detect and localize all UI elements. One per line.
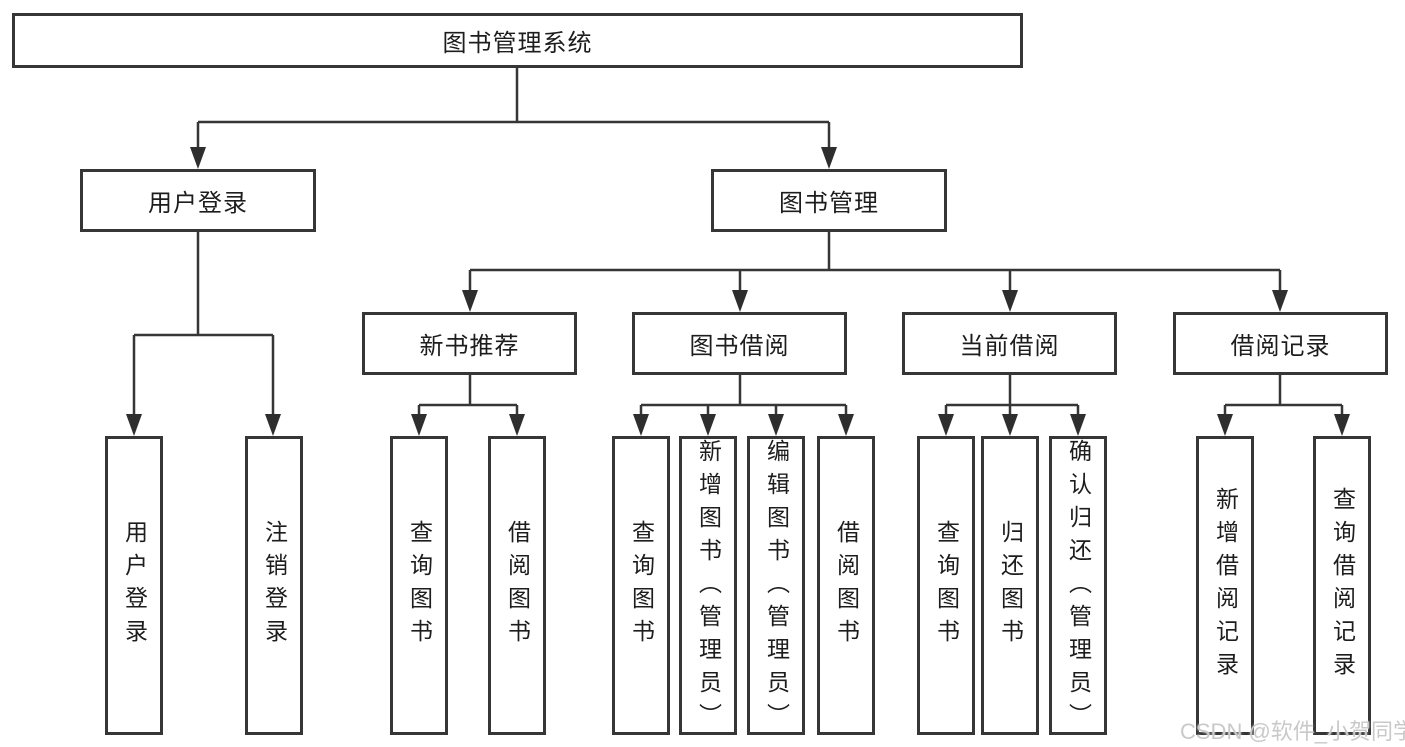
leaf-label: 编辑图书（管理员） (763, 439, 790, 736)
leaf-borrow-books: 借阅图书 (817, 436, 875, 735)
leaf-user-login: 用户登录 (105, 436, 163, 735)
arrow-icon (1272, 290, 1288, 312)
arrow-icon (838, 414, 854, 436)
arrowheads (126, 147, 1350, 436)
leaf-confirm-return-admin: 确认归还（管理员） (1049, 436, 1107, 736)
leaf-label: 确认归还（管理员） (1065, 439, 1092, 736)
arrow-icon (633, 414, 649, 436)
leaf-borrow-books-recommend: 借阅图书 (488, 436, 546, 735)
leaf-query-books-borrow: 查询图书 (612, 436, 670, 735)
leaf-label: 归还图书 (997, 519, 1024, 652)
leaf-query-books-recommend: 查询图书 (390, 436, 448, 735)
tree-edges (132, 68, 1344, 417)
node-root: 图书管理系统 (12, 13, 1023, 68)
node-new-book-recommend: 新书推荐 (362, 312, 577, 375)
leaf-label: 查询图书 (933, 519, 960, 652)
arrow-icon (462, 290, 478, 312)
leaf-label: 用户登录 (121, 519, 148, 652)
arrow-icon (768, 414, 784, 436)
arrow-icon (1070, 414, 1086, 436)
leaf-query-books-current: 查询图书 (917, 436, 975, 735)
leaf-add-books-admin: 新增图书（管理员） (679, 436, 737, 736)
node-user-login: 用户登录 (80, 169, 316, 232)
leaf-label: 查询图书 (628, 519, 655, 652)
leaf-label: 查询借阅记录 (1329, 486, 1356, 685)
leaf-label: 新增图书（管理员） (695, 439, 722, 736)
leaf-return-books: 归还图书 (981, 436, 1039, 735)
leaf-add-borrow-record: 新增借阅记录 (1196, 436, 1254, 735)
arrow-icon (1217, 414, 1233, 436)
arrow-icon (700, 414, 716, 436)
leaf-logout: 注销登录 (245, 436, 303, 735)
arrow-icon (126, 414, 142, 436)
leaf-label: 借阅图书 (504, 519, 531, 652)
leaf-label: 注销登录 (261, 519, 288, 652)
arrow-icon (509, 414, 525, 436)
arrow-icon (1334, 414, 1350, 436)
arrow-icon (190, 147, 206, 169)
leaf-edit-books-admin: 编辑图书（管理员） (747, 436, 805, 736)
watermark: CSDN @软件_小贺同学 (1180, 719, 1405, 744)
arrow-icon (411, 414, 427, 436)
leaf-label: 查询图书 (406, 519, 433, 652)
node-borrow-records: 借阅记录 (1173, 312, 1388, 375)
node-book-borrow: 图书借阅 (632, 312, 847, 375)
arrow-icon (265, 414, 281, 436)
arrow-icon (1002, 290, 1018, 312)
leaf-label: 借阅图书 (833, 519, 860, 652)
leaf-query-borrow-record: 查询借阅记录 (1313, 436, 1371, 735)
arrow-icon (938, 414, 954, 436)
arrow-icon (1002, 414, 1018, 436)
node-current-borrow: 当前借阅 (902, 312, 1117, 375)
node-book-management: 图书管理 (711, 169, 947, 232)
arrow-icon (821, 147, 837, 169)
leaf-label: 新增借阅记录 (1212, 486, 1239, 685)
arrow-icon (732, 290, 748, 312)
